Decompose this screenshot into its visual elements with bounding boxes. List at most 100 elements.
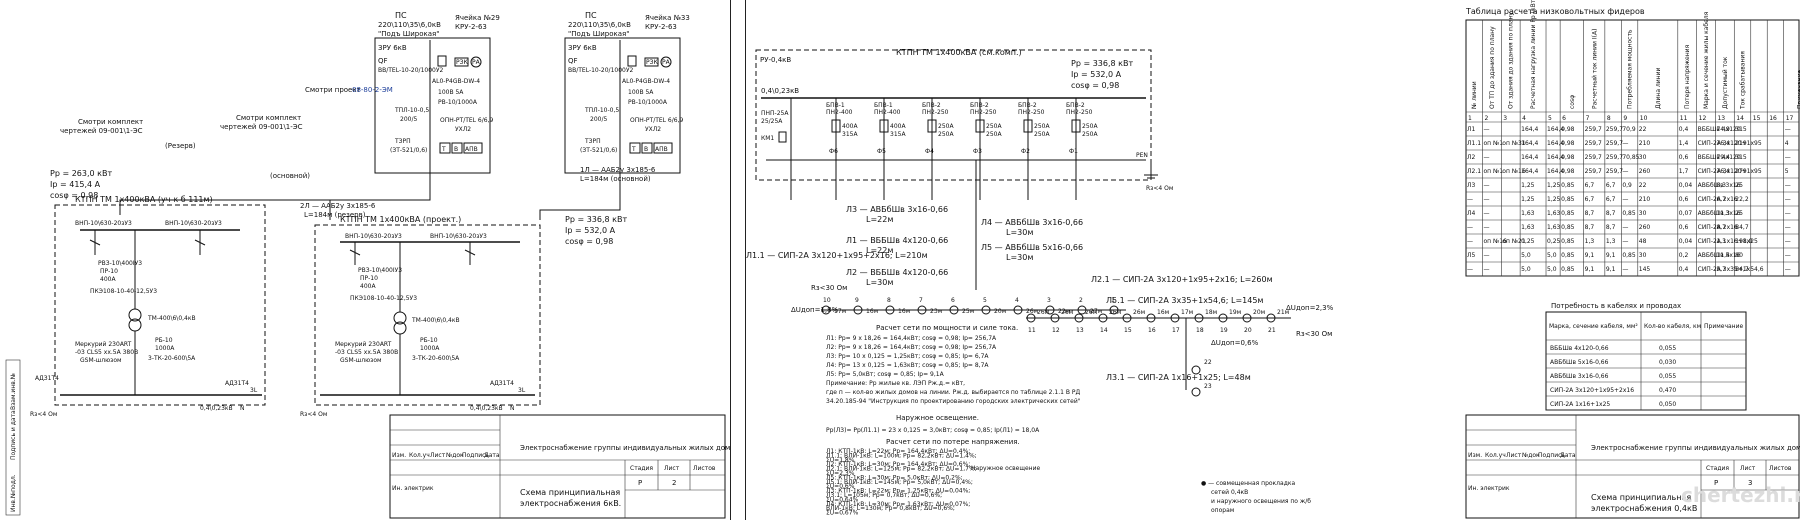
rstamp-col-date: Дата bbox=[1560, 452, 1576, 459]
table-cell-10-i2: 9,1 bbox=[1606, 266, 1616, 273]
legend-1: ● — совмещенная прокладка bbox=[1201, 480, 1295, 487]
table-cell-8-c: 0,85 bbox=[1561, 238, 1575, 245]
feeder-breaker-1 bbox=[879, 119, 889, 133]
calc-line-4: Л5: Рр= 5,0кВт; cosφ = 0,85; Iр= 9,1А bbox=[826, 371, 945, 378]
schematic-04kv: РУ-0,4кВ КТПН ТМ 1х400кВА (см.комп.) Рр … bbox=[746, 0, 1800, 519]
table-cell-8-e: — bbox=[1785, 238, 1791, 245]
span-mid-0: 26м bbox=[1037, 309, 1049, 316]
stamp-title: Электроснабжение группы индивидуальных ж… bbox=[520, 444, 730, 452]
ps-tzrp: ТЗРП bbox=[394, 138, 411, 145]
cable-mark-1: АВБбШв 5х16-0,66 bbox=[1550, 359, 1609, 366]
params-right-i: Iр = 532,0 А bbox=[565, 226, 616, 235]
feeder-a-5: 250А bbox=[1082, 123, 1098, 130]
rstamp-col-doc: №док bbox=[1522, 452, 1540, 459]
du-1: ΔUдоп=1,8% bbox=[791, 306, 839, 314]
feeder-name-0: БПВ-1 bbox=[826, 102, 845, 109]
ps2-qf: QF bbox=[568, 57, 578, 65]
bus-left: 0,4\0,23кВ bbox=[200, 405, 233, 412]
rb-a-left: 1000А bbox=[155, 345, 175, 352]
stamp-engineer: Ин. электрик bbox=[392, 485, 434, 492]
prot-apv: АПВ bbox=[465, 146, 478, 153]
feeder-a-2: 250А bbox=[938, 123, 954, 130]
substation-cell-29: ПС 220\110\35\6,0кВ "Подъ Широкая" Ячейк… bbox=[374, 11, 500, 190]
table-header-0: № линии bbox=[1471, 81, 1478, 109]
pole-mid-12 bbox=[1050, 313, 1060, 323]
table-cell-6-c: 0,85 bbox=[1561, 210, 1575, 217]
relay-ra: РА bbox=[472, 59, 481, 66]
line-l4-len: L=30м bbox=[1006, 228, 1033, 237]
ktpn-04-title: КТПН ТМ 1х400кВА (см.комп.) bbox=[896, 48, 1022, 57]
ps-voltage: 220\110\35\6,0кВ bbox=[378, 21, 441, 29]
ps-opn: ОПН-РТ/TEL 6/6,9 bbox=[440, 117, 493, 124]
table-num-5: 6 bbox=[1562, 115, 1566, 122]
table-cell-1-b: оп №31 bbox=[1502, 140, 1526, 147]
table-cell-0-m: ВББШв 4х120 bbox=[1698, 126, 1741, 133]
table-cell-7-du: 0,6 bbox=[1679, 224, 1689, 231]
table-cell-9-p2: 5,0 bbox=[1547, 252, 1557, 259]
vnp-2-right: ВНП-10\630-20зУ3 bbox=[430, 233, 487, 240]
pole-mid-14 bbox=[1098, 313, 1108, 323]
rstamp-subtitle-1: Схема принципиальная bbox=[1591, 493, 1691, 502]
feeder-breaker-5 bbox=[1071, 119, 1081, 133]
table-cell-4-m: АВБбШв 3х16 bbox=[1698, 182, 1741, 189]
table-num-16: 17 bbox=[1786, 115, 1794, 122]
ps-ct: 100В 5А bbox=[438, 89, 464, 96]
table-header-8: Потеря напряжения bbox=[1684, 44, 1691, 109]
line-l3-len: L=22м bbox=[866, 215, 893, 224]
ps-trans-ratio: 200/5 bbox=[400, 116, 417, 123]
pole-mid-16 bbox=[1146, 313, 1156, 323]
rstamp-sheet-h: Лист bbox=[1740, 465, 1756, 472]
table-num-7: 8 bbox=[1607, 115, 1611, 122]
pole-22-label: 22 bbox=[1204, 359, 1212, 366]
feeder-a-4: 250А bbox=[1034, 123, 1050, 130]
calc-line-3: Л4: Рр= 13 х 0,125 = 1,63кВт; cosφ = 0,8… bbox=[826, 362, 989, 369]
table-cell-4-p: 1,25 bbox=[1521, 182, 1535, 189]
feeder-table: Таблица расчета низковольтных фидеров № … bbox=[1465, 0, 1800, 277]
feeder-table-title: Таблица расчета низковольтных фидеров bbox=[1465, 7, 1645, 16]
table-cell-9-e: — bbox=[1785, 252, 1791, 259]
table-cell-2-t: 315 bbox=[1735, 154, 1747, 161]
cable-qty-4: 0,050 bbox=[1659, 401, 1676, 408]
loss-line-3: Л2: КТП-1кВ: L=30м; Рр= 164,4кВт; ΔU=0,6… bbox=[826, 461, 970, 468]
feeder-name-3: БПВ-2 bbox=[970, 102, 989, 109]
table-cell-7-i: 8,7 bbox=[1585, 224, 1595, 231]
table-cell-6-i2: 8,7 bbox=[1606, 210, 1616, 217]
loss-line-4: Л2.1: ВЛИ-1кВ: L=125м; Рр= 82,2кВт; ΔU=1… bbox=[826, 466, 977, 473]
table-cell-9-t: 80 bbox=[1735, 252, 1743, 259]
line-l31-label: Л3.1 — СИП-2А 1х16+1х25; L=48м bbox=[1106, 373, 1251, 382]
table-cell-4-t: 25 bbox=[1735, 182, 1743, 189]
table-num-4: 5 bbox=[1548, 115, 1552, 122]
vnp-1-right: ВНП-10\630-20зУ3 bbox=[345, 233, 402, 240]
feeder-f-1: Ф5 bbox=[877, 148, 886, 155]
stamp-col-izm: Изм. bbox=[392, 452, 406, 459]
table-cell-5-n: — bbox=[1467, 196, 1473, 203]
loss-line-0: Л1: КТП-1кВ: L=22м; Рр= 164,4кВт; ΔU=0,4… bbox=[826, 448, 970, 455]
line-l2-len: L=30м bbox=[866, 278, 893, 287]
rvz-right: РВЗ-10\400IУ3 bbox=[358, 267, 402, 274]
feeder-b-1: 315А bbox=[890, 131, 906, 138]
side-label-2: Подпись и дата bbox=[10, 410, 17, 460]
vnp-1-left: ВНП-10\630-20зУ3 bbox=[75, 220, 132, 227]
feeder-f-4: Ф2 bbox=[1021, 148, 1030, 155]
see-set-1: Смотри комплект bbox=[78, 118, 143, 126]
table-cell-1-e: 4 bbox=[1785, 140, 1789, 147]
side-label-1: Взам.инв.№ bbox=[10, 373, 17, 410]
main-label: (основной) bbox=[270, 172, 310, 180]
project-number-link[interactable]: 08-80-2-ЭМ bbox=[352, 86, 393, 94]
stamp-col-doc: №док bbox=[446, 452, 464, 459]
see-set-1-doc: чертежей 09-001\1-ЭС bbox=[60, 127, 143, 135]
table-cell-3-c: 0,98 bbox=[1561, 168, 1575, 175]
cable-mark-0: ВББШв 4х120-0,66 bbox=[1550, 345, 1609, 352]
line-l2-label: Л2 — ВББШв 4х120-0,66 bbox=[846, 268, 948, 277]
pkz-right: ПКЭ108-10-40-12,5У3 bbox=[350, 295, 417, 302]
loss-line-6: Л5: КТП-1кВ: L=30м; Рр= 5,0кВт; ΔU=0,2%; bbox=[826, 474, 963, 481]
table-cell-1-du: 1,4 bbox=[1679, 140, 1689, 147]
line-l1-len: L=22м bbox=[866, 246, 893, 255]
ps2-voltage: 220\110\35\6,0кВ bbox=[568, 21, 631, 29]
pole-mid-18 bbox=[1194, 313, 1204, 323]
table-cell-9-i2: 9,1 bbox=[1606, 252, 1616, 259]
span-top-6: 26м bbox=[1026, 308, 1038, 315]
ps2-title: ПС bbox=[585, 11, 597, 20]
params-left-cos: cosφ = 0,98 bbox=[50, 191, 98, 200]
bus-n-right: N bbox=[510, 405, 515, 412]
